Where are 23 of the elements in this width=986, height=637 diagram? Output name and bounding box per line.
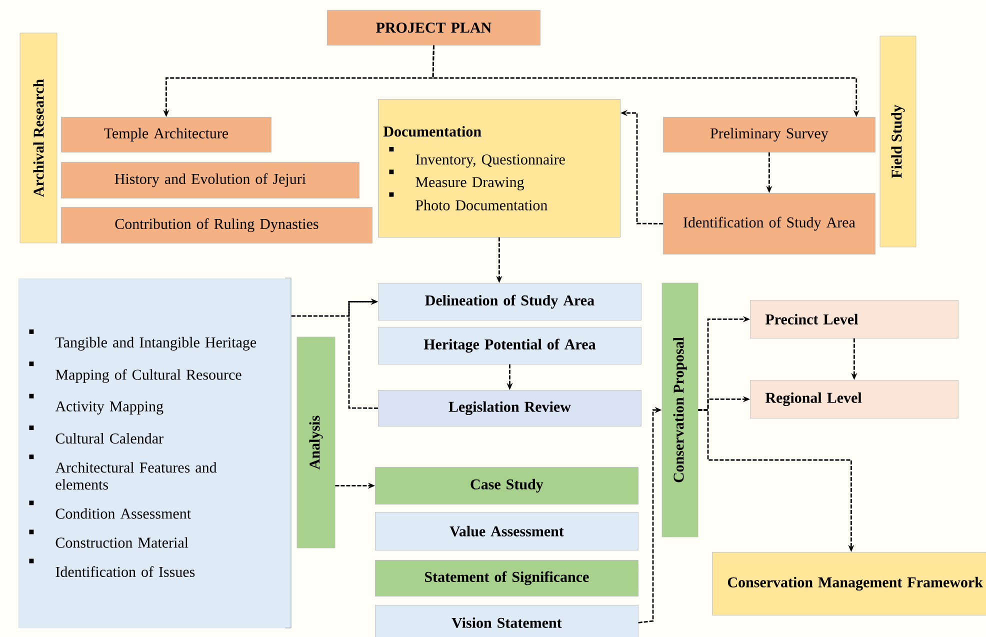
process-box: Case Study: [375, 467, 638, 504]
process-box: Temple Architecture: [61, 117, 272, 152]
process-box: Conservation Management Framework: [712, 552, 986, 616]
process-box: Identification of Study Area: [663, 193, 876, 254]
process-box: Vision Statement: [375, 605, 638, 637]
process-box: Legislation Review: [378, 390, 642, 426]
category-band: Analysis: [296, 336, 336, 548]
process-box: Heritage Potential of Area: [378, 327, 642, 364]
process-box: PROJECT PLAN: [327, 10, 540, 46]
process-box: History and Evolution of Jejuri: [61, 162, 360, 198]
process-box: Statement of Significance: [375, 560, 638, 596]
process-box: Preliminary Survey: [663, 117, 876, 152]
process-box: Precinct Level: [750, 300, 958, 338]
list-box: Tangible and Intangible Heritage Mapping of Cultural Resource Activity Mapping Cultural Calendar Architectural Features and elements Condition Assessment Construction Material Identification of Issues: [18, 278, 292, 628]
process-box: Value Assessment: [375, 512, 638, 550]
process-box: Contribution of Ruling Dynasties: [61, 207, 372, 244]
process-box: Delineation of Study Area: [378, 283, 642, 320]
list-box: Documentation Inventory, Questionnaire Measure Drawing Photo Documentation: [378, 99, 620, 238]
category-band: Archival Research: [20, 32, 58, 244]
process-box: Regional Level: [750, 380, 958, 418]
arrow: [348, 298, 378, 409]
category-band: Conservation Proposal: [662, 282, 698, 538]
category-band: Field Study: [880, 36, 916, 248]
